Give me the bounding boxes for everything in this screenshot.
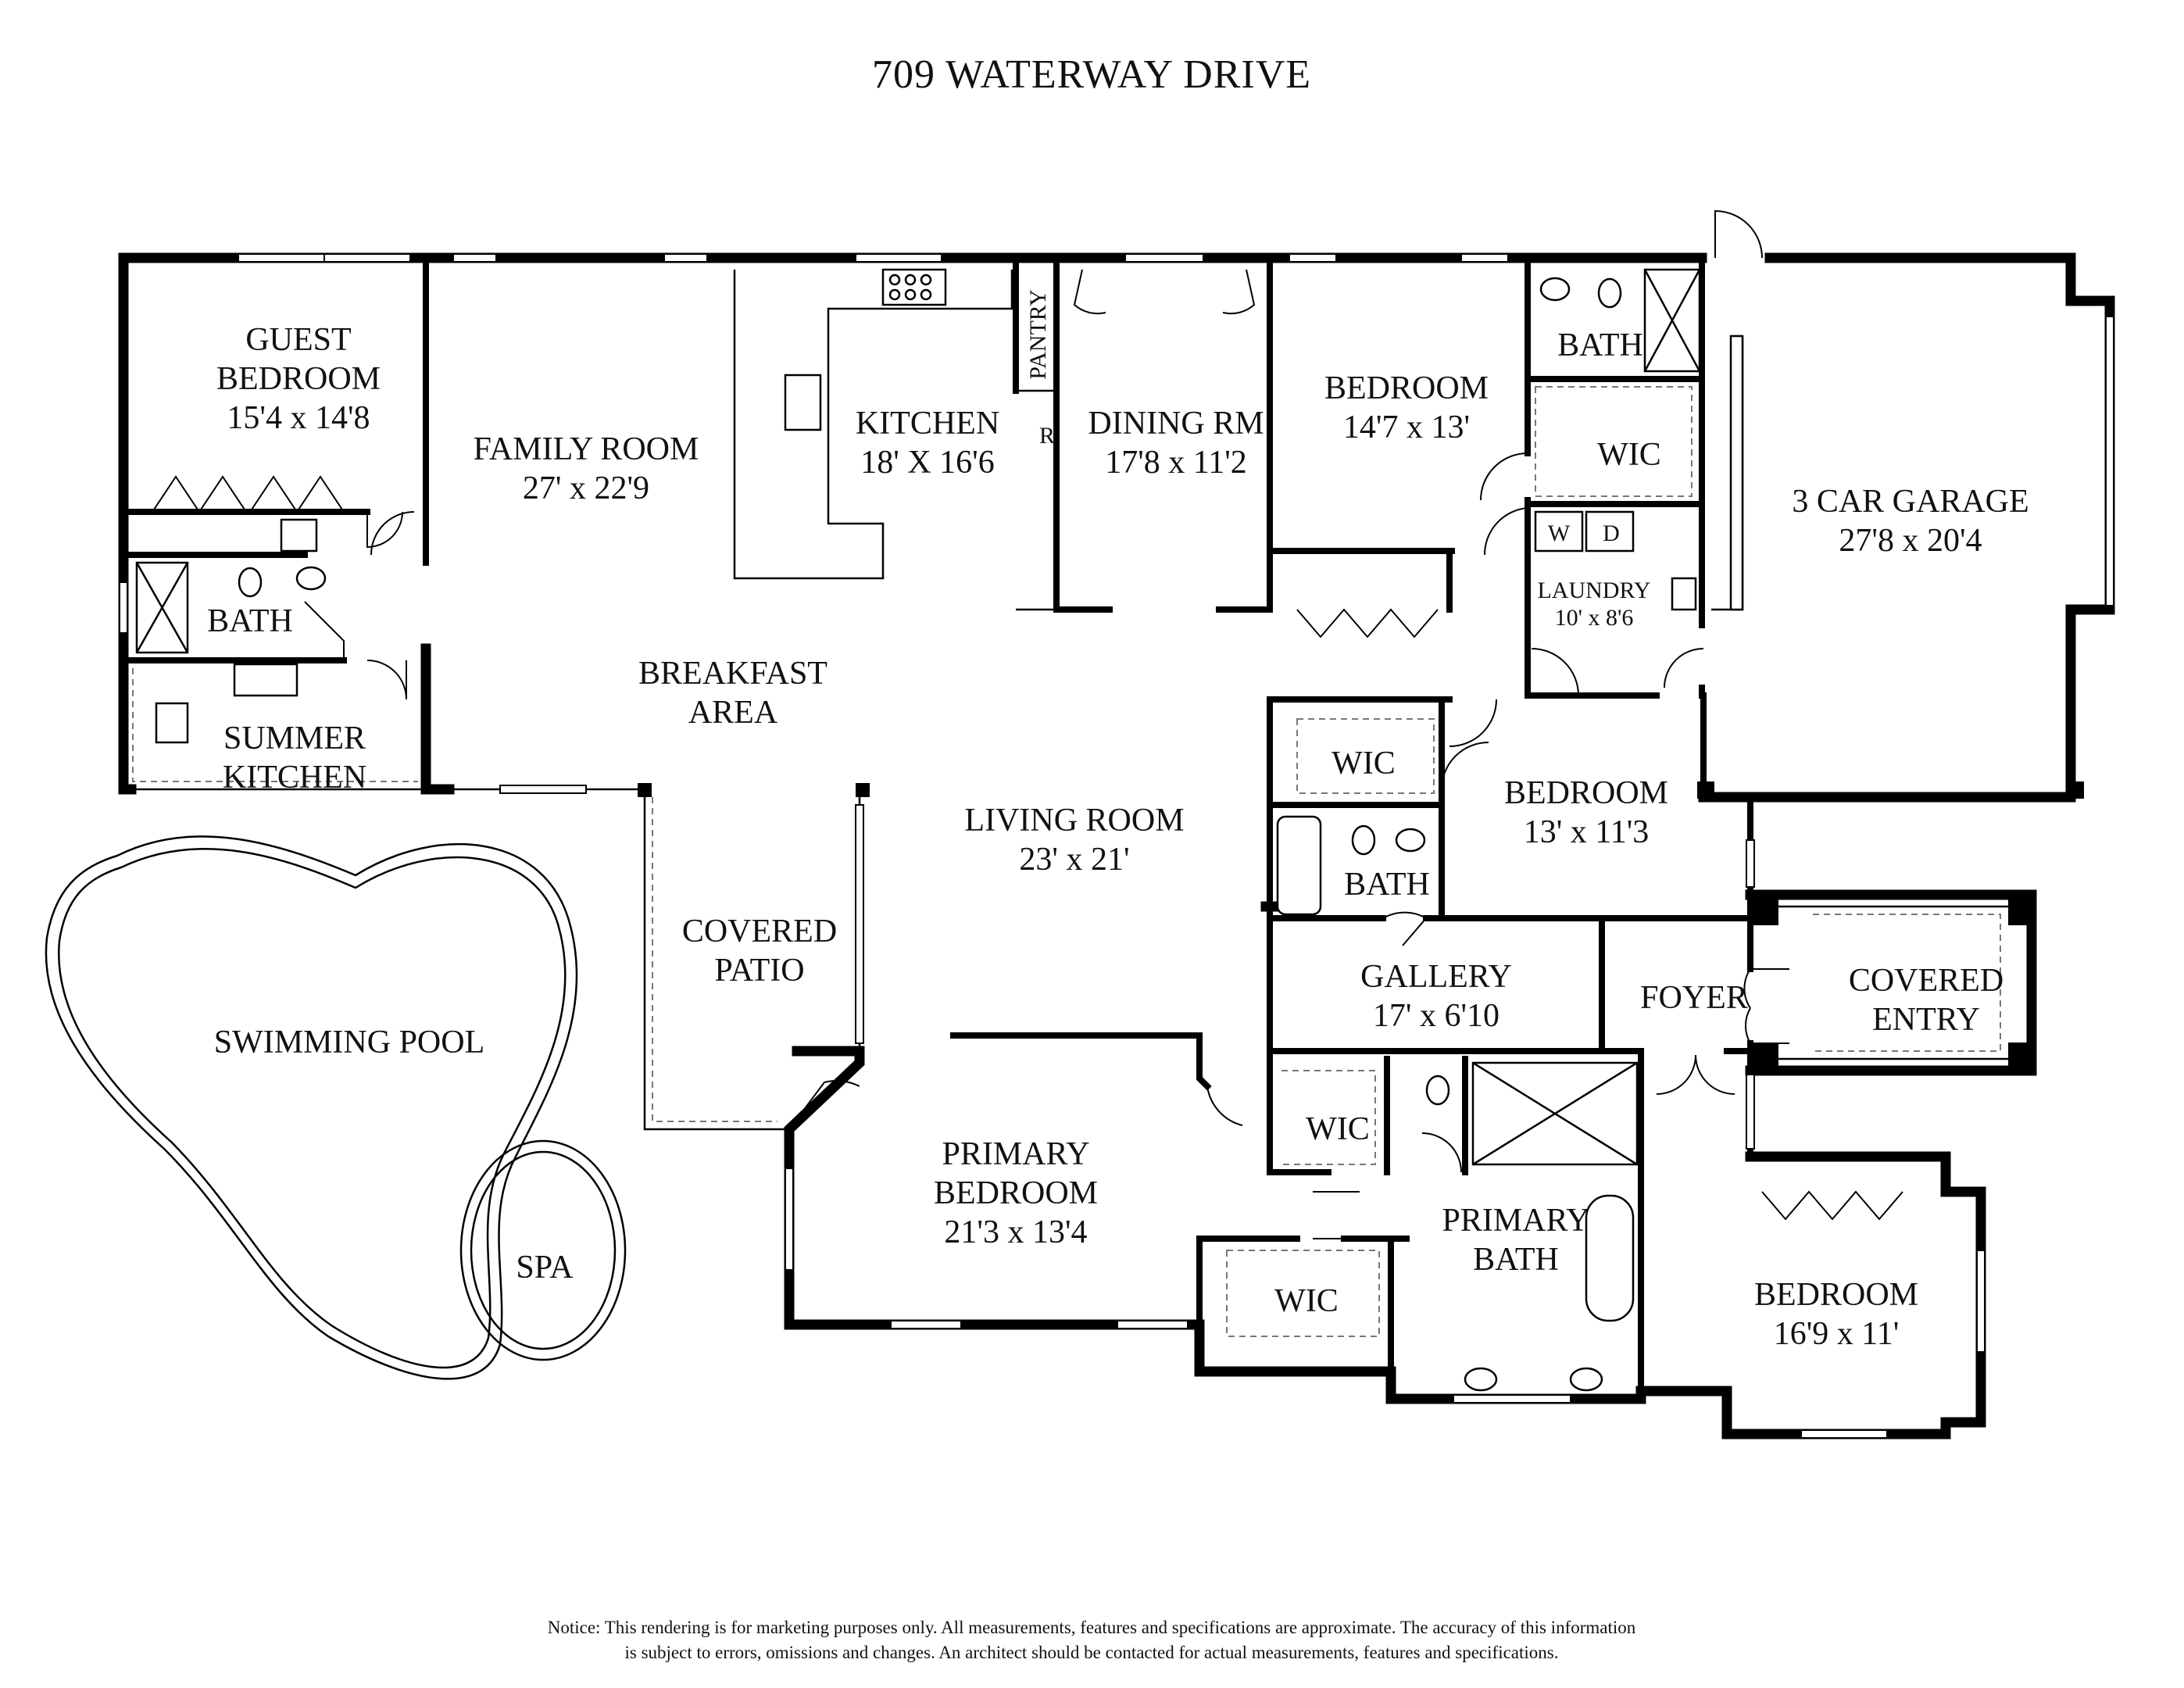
breakfast-area-label-1: BREAKFAST — [638, 656, 827, 692]
wic-4-label: WIC — [1274, 1283, 1339, 1319]
gallery-dims: 17' x 6'10 — [1373, 998, 1499, 1034]
covered-entry-label-1: COVERED — [1849, 963, 2003, 999]
wic-3-label: WIC — [1306, 1111, 1370, 1147]
washer-label: W — [1548, 520, 1571, 546]
covered-entry-label-2: ENTRY — [1872, 1002, 1980, 1038]
laundry-label: LAUNDRY — [1537, 578, 1650, 603]
spa — [459, 1139, 627, 1361]
living-room-label: LIVING ROOM — [964, 803, 1184, 839]
bedroom-3-label: BEDROOM — [1754, 1277, 1918, 1313]
notice-line-2: is subject to errors, omissions and chan… — [625, 1643, 1559, 1662]
primary-bath-label-2: BATH — [1473, 1242, 1559, 1278]
interior-walls — [120, 255, 1753, 1402]
bath-2-label: BATH — [1344, 867, 1430, 903]
summer-kitchen-label-1: SUMMER — [223, 721, 366, 756]
breakfast-area-label-2: AREA — [688, 695, 778, 731]
guest-bath-label: BATH — [207, 603, 293, 639]
primary-bedroom-label-2: BEDROOM — [934, 1175, 1098, 1211]
family-room-dims: 27' x 22'9 — [523, 470, 649, 506]
bath-1-label: BATH — [1557, 327, 1643, 363]
laundry-dims: 10' x 8'6 — [1555, 605, 1634, 631]
bedroom-1-label: BEDROOM — [1324, 370, 1489, 406]
refrigerator-label: R — [1039, 423, 1055, 449]
room-labels: GUEST BEDROOM 15'4 x 14'8 FAMILY ROOM 27… — [207, 289, 2029, 1352]
wic-2-label: WIC — [1331, 746, 1396, 781]
plan-title: 709 WATERWAY DRIVE — [872, 52, 1311, 97]
dining-room-label: DINING RM — [1088, 406, 1264, 442]
notice-line-1: Notice: This rendering is for marketing … — [548, 1618, 1636, 1637]
family-room-label: FAMILY ROOM — [474, 431, 699, 467]
covered-patio-label-2: PATIO — [714, 953, 804, 989]
guest-bedroom-label-2: BEDROOM — [216, 361, 381, 397]
bedroom-3-dims: 16'9 x 11' — [1774, 1316, 1900, 1352]
bedroom-1-dims: 14'7 x 13' — [1343, 409, 1470, 445]
wic-1-label: WIC — [1597, 437, 1661, 473]
foyer-label: FOYER — [1640, 980, 1748, 1016]
primary-bedroom-label-1: PRIMARY — [942, 1136, 1089, 1172]
closet-doors — [152, 475, 1903, 1221]
doors — [304, 209, 1789, 1239]
dryer-label: D — [1603, 520, 1620, 546]
kitchen-dims: 18' X 16'6 — [860, 445, 994, 481]
garage-label: 3 CAR GARAGE — [1792, 484, 2029, 520]
swimming-pool — [45, 835, 578, 1380]
primary-bath-label-1: PRIMARY — [1442, 1203, 1589, 1239]
windows — [119, 253, 2114, 1439]
bedroom-2-label: BEDROOM — [1504, 775, 1668, 811]
summer-kitchen-label-2: KITCHEN — [223, 760, 366, 796]
kitchen-label: KITCHEN — [856, 406, 999, 442]
fixtures — [135, 268, 1744, 1392]
swimming-pool-label: SWIMMING POOL — [214, 1025, 485, 1060]
spa-label: SPA — [516, 1250, 574, 1286]
gallery-label: GALLERY — [1360, 959, 1512, 995]
pantry-label: PANTRY — [1025, 289, 1051, 380]
living-room-dims: 23' x 21' — [1019, 842, 1129, 878]
bedroom-2-dims: 13' x 11'3 — [1524, 814, 1650, 850]
guest-bedroom-label-1: GUEST — [245, 322, 351, 358]
guest-bedroom-dims: 15'4 x 14'8 — [227, 400, 370, 436]
garage-dims: 27'8 x 20'4 — [1839, 523, 1982, 559]
posts — [638, 781, 2084, 1071]
covered-patio-label-1: COVERED — [682, 914, 837, 950]
primary-bedroom-dims: 21'3 x 13'4 — [944, 1214, 1087, 1250]
dining-room-dims: 17'8 x 11'2 — [1105, 445, 1247, 481]
